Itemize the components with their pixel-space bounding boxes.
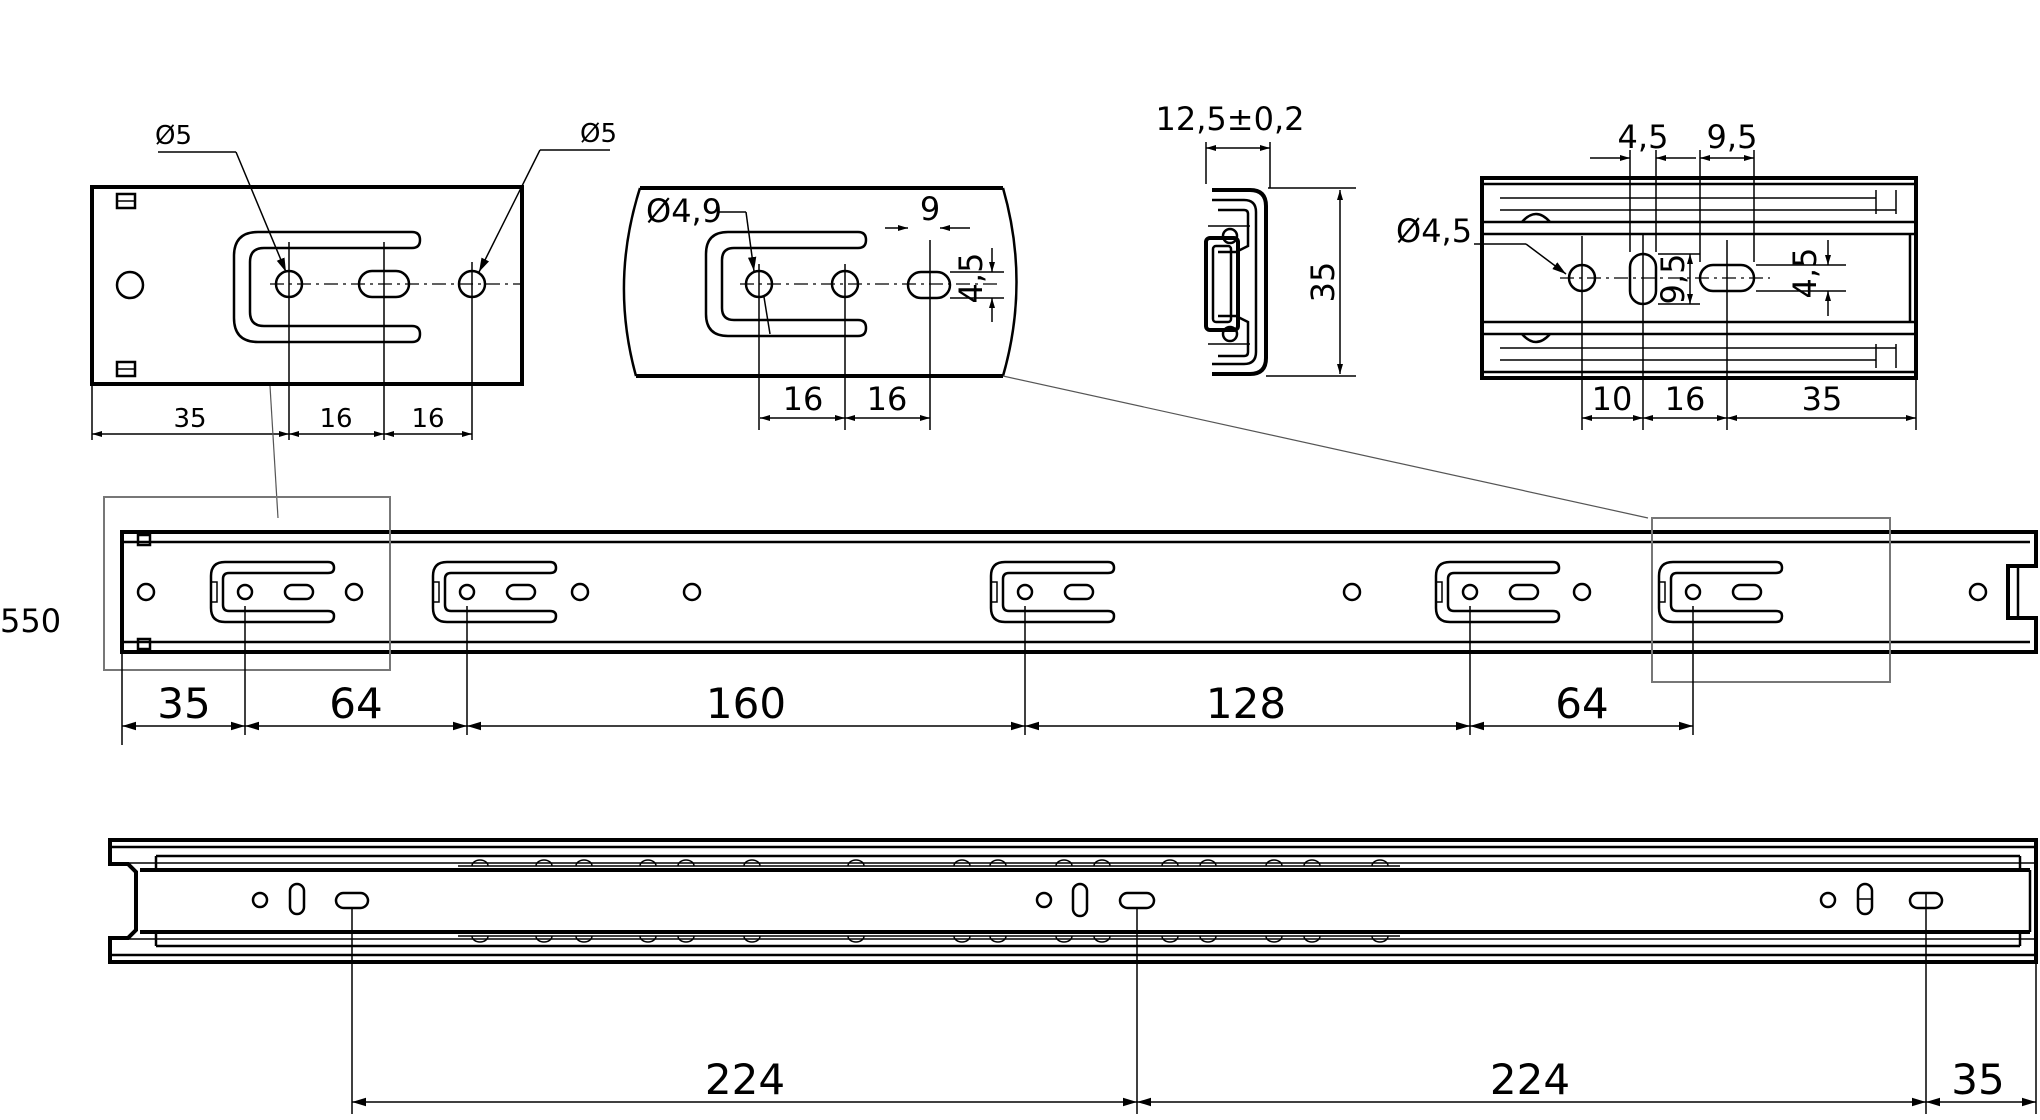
right-hole-callout: Ø4,5 [1396, 212, 1472, 250]
ball-retainer-bottom [471, 935, 1389, 943]
cabinet-dim-64a: 64 [329, 679, 382, 728]
drawer-dim-35: 35 [1951, 1055, 2004, 1104]
cabinet-member-view: 35 64 160 128 64 550 [0, 496, 2038, 745]
profile-dim-width: 12,5±0,2 [1156, 100, 1305, 138]
right-dim-top-4-5: 4,5 [1618, 118, 1669, 156]
left-dim-16a: 16 [319, 404, 352, 434]
left-hole-callout-2: Ø5 [580, 119, 617, 149]
right-dim-35: 35 [1802, 380, 1843, 418]
drawer-dim-224b: 224 [1490, 1055, 1570, 1104]
cross-section-view: 12,5±0,2 35 [1156, 100, 1356, 377]
ball-retainer-top [471, 859, 1389, 867]
drawer-member-view: 224 224 35 [108, 838, 2038, 1114]
drawer-dim-224a: 224 [705, 1055, 785, 1104]
left-detail-view: Ø5 Ø5 35 16 16 [90, 119, 617, 519]
front-dim-slot-9: 9 [920, 190, 940, 228]
right-dim-16: 16 [1665, 380, 1706, 418]
right-dim-vertical-9-5: 9,5 [1654, 254, 1692, 305]
front-hole-callout: Ø4,9 [646, 192, 722, 230]
right-dim-vertical-4-5: 4,5 [1786, 248, 1824, 299]
front-dim-16b: 16 [867, 380, 908, 418]
cabinet-dim-160: 160 [706, 679, 786, 728]
left-dim-35: 35 [173, 404, 206, 434]
right-detail-view: 10 16 35 4,5 9,5 9,5 4,5 Ø4,5 [1396, 118, 1918, 430]
cabinet-dim-35: 35 [157, 679, 210, 728]
right-dim-top-9-5: 9,5 [1707, 118, 1758, 156]
front-detail-view: 16 16 9 4,5 Ø4,9 [622, 186, 1649, 519]
left-dim-16b: 16 [411, 404, 444, 434]
cabinet-length-label: 550 [0, 602, 61, 640]
right-dim-10: 10 [1592, 380, 1633, 418]
left-hole-callout-1: Ø5 [155, 121, 192, 151]
front-dim-slot-4-5: 4,5 [952, 253, 990, 304]
profile-dim-height: 35 [1304, 262, 1342, 303]
cabinet-dim-128: 128 [1206, 679, 1286, 728]
cabinet-dim-64b: 64 [1555, 679, 1608, 728]
front-dim-16a: 16 [783, 380, 824, 418]
